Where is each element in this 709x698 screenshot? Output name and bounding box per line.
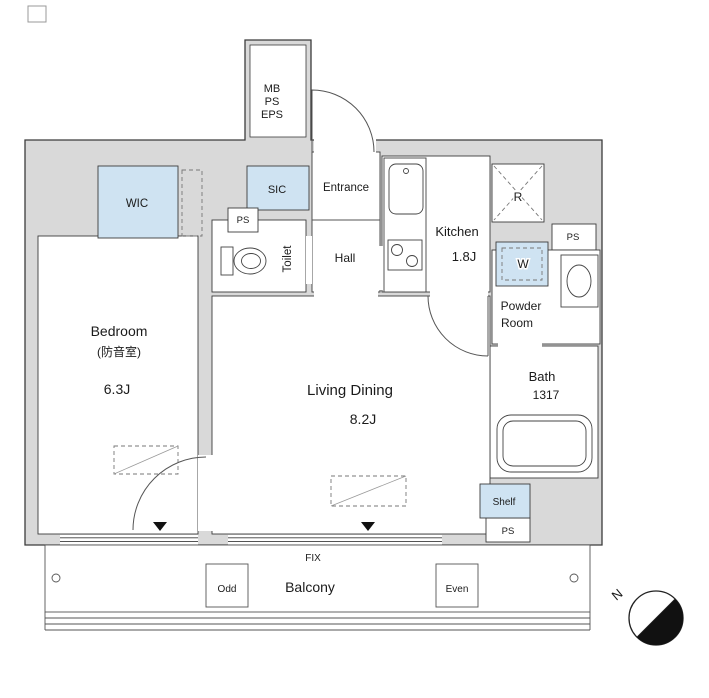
sink-icon <box>388 163 424 215</box>
stove-icon <box>387 239 423 271</box>
ps-bottom-box <box>485 517 531 543</box>
balcony-railing <box>44 612 591 631</box>
washer-dashed <box>501 247 543 281</box>
marker-triangle-left <box>153 522 167 531</box>
fix-label: FIX <box>305 553 321 564</box>
shelf-label: Shelf <box>493 497 516 508</box>
sash-markers <box>153 522 375 531</box>
washer-area <box>495 241 549 287</box>
burner-2-icon <box>406 255 418 267</box>
ps-entry-box <box>227 207 259 233</box>
rooms <box>37 151 601 543</box>
living-size-label: 8.2J <box>350 411 376 427</box>
entrance-door-arc <box>311 89 375 153</box>
ps-bottom-label: PS <box>502 526 515 537</box>
labels: MB PS EPS WIC SIC PS Entrance Toilet Hal… <box>91 83 626 603</box>
living-hatch <box>330 475 407 507</box>
wic-label: WIC <box>126 198 148 210</box>
ps-right-box <box>551 223 597 251</box>
kitchen-label: Kitchen <box>435 224 478 239</box>
sic-area <box>246 165 310 211</box>
living-label: Living Dining <box>307 382 393 399</box>
eps-label: EPS <box>261 109 283 121</box>
drain-icon-left <box>51 573 61 583</box>
north-label: N <box>609 586 626 604</box>
fixtures <box>220 157 599 473</box>
marker-triangle-right <box>361 522 375 531</box>
fridge-label: R <box>514 190 523 204</box>
drain-icon-right <box>569 573 579 583</box>
balcony-label: Balcony <box>285 579 335 595</box>
ps-entry-label: PS <box>237 215 250 226</box>
burner-1-icon <box>391 244 403 256</box>
bedroom-note-label: (防音室) <box>97 344 141 359</box>
entrance-label: Entrance <box>323 182 369 194</box>
storage-areas <box>97 165 549 519</box>
toilet-bowl-inner <box>241 253 261 269</box>
vanity-basin-icon <box>566 264 592 298</box>
hall-label: Hall <box>335 251 356 265</box>
faucet-icon <box>403 168 409 174</box>
powder-label-1: Powder <box>501 299 542 313</box>
mb-label: MB <box>264 83 281 95</box>
door-arcs <box>132 89 489 531</box>
washer-label: W <box>517 257 529 271</box>
sic-label: SIC <box>268 184 286 196</box>
balcony-windows <box>60 535 442 545</box>
bedroom-label: Bedroom <box>91 323 148 339</box>
pipe-shaft <box>249 44 307 138</box>
closet-dashed <box>181 169 203 237</box>
odd-unit-box <box>205 563 249 608</box>
even-label: Even <box>446 584 469 595</box>
exterior-detail-box <box>27 5 47 23</box>
living-door-arc <box>427 295 489 357</box>
bedroom-room <box>37 235 199 535</box>
shelf-area <box>479 483 531 519</box>
bedroom-size-label: 6.3J <box>104 381 130 397</box>
odd-label: Odd <box>218 584 237 595</box>
bedroom-hatch <box>113 445 179 475</box>
even-unit-box <box>435 563 479 608</box>
kitchen-size-label: 1.8J <box>452 249 477 264</box>
toilet-label: Toilet <box>282 245 294 273</box>
wic-area <box>97 165 179 239</box>
entrance-hall-room <box>311 151 381 293</box>
bathtub-inner <box>502 420 587 467</box>
fridge-cross <box>493 165 543 221</box>
living-room <box>211 295 491 535</box>
balcony-floor <box>44 544 591 613</box>
ps-shaft-label: PS <box>265 96 280 108</box>
bedroom-door-arc <box>132 456 207 531</box>
balcony-area <box>44 544 591 631</box>
ps-right-label: PS <box>567 232 580 243</box>
toilet-tank-icon <box>220 246 234 276</box>
bath-label: Bath <box>529 369 556 384</box>
north-compass-icon <box>628 590 684 646</box>
bath-size-label: 1317 <box>533 388 560 402</box>
powder-label-2: Room <box>501 316 533 330</box>
